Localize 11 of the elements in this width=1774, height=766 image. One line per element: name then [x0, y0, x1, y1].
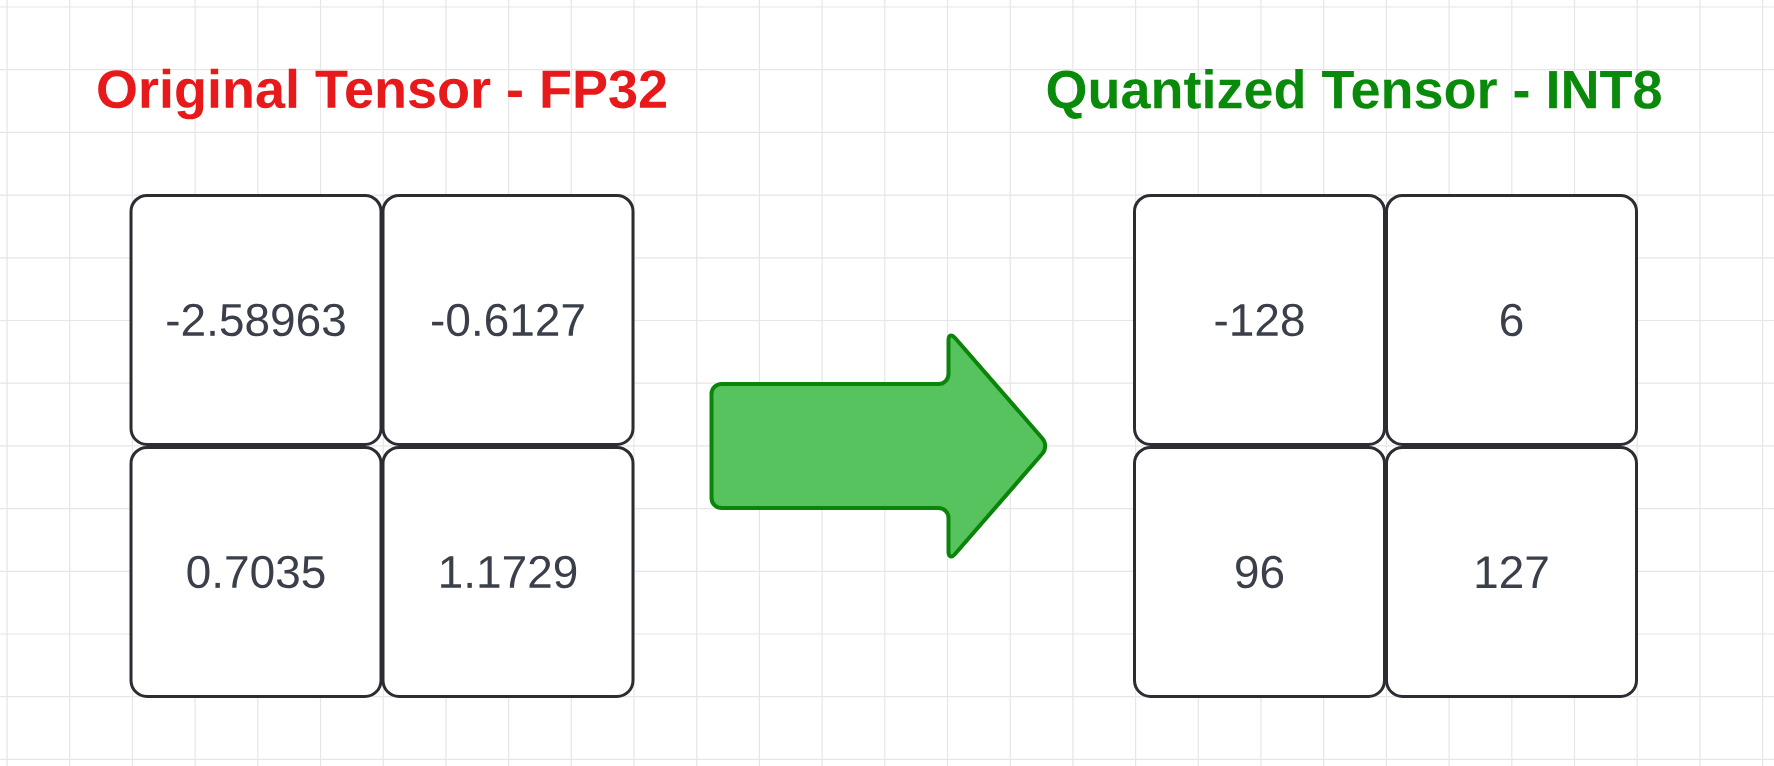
title: Original Tensor - FP32 — [98, 68, 666, 120]
tensor-cell: 127 — [1385, 446, 1638, 698]
block-arrow — [709, 333, 1048, 559]
tensor-cell: 0.7035 — [129, 446, 383, 698]
tensor-cell: 6 — [1385, 194, 1638, 446]
tensor-cell: -2.58963 — [129, 194, 383, 446]
tensor-cell: -128 — [1133, 194, 1386, 446]
title: Quantized Tensor - INT8 — [1047, 69, 1661, 119]
tensor-cell: 96 — [1133, 446, 1386, 698]
tensor-cell: -0.6127 — [381, 194, 635, 446]
tensor-cell: 1.1729 — [381, 446, 635, 698]
